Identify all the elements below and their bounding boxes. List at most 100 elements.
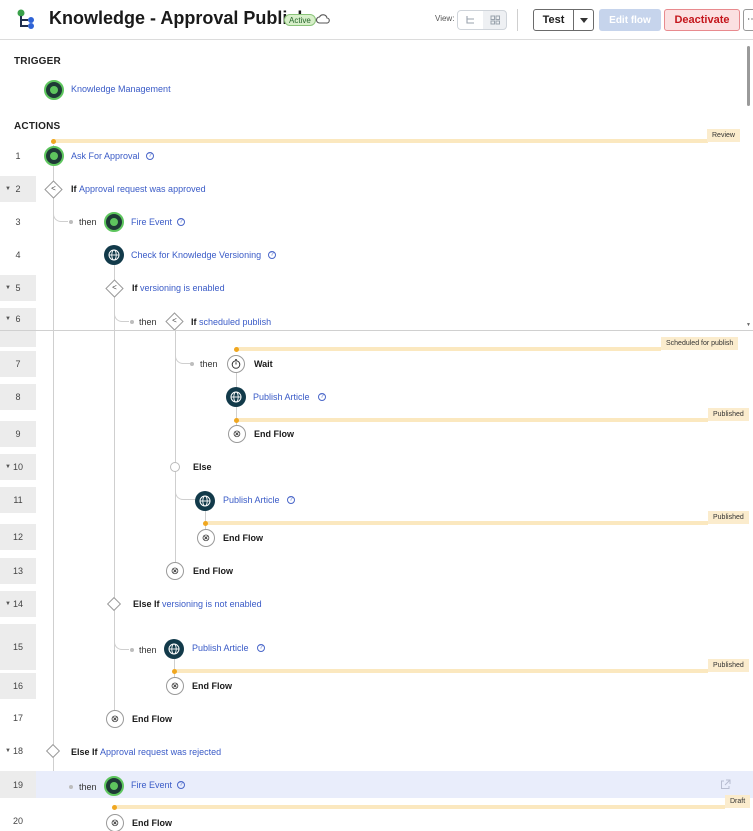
step-end-flow[interactable]: End Flow [192,681,232,691]
branch-curve [114,295,129,322]
row-number: 9 [0,421,36,447]
help-icon[interactable]: ? [257,644,265,652]
globe-icon [108,249,120,261]
branch-dot [69,220,73,224]
selected-row-highlight [36,771,753,798]
else-if-diamond-icon [45,743,61,759]
help-icon[interactable]: ? [287,496,295,504]
stage-label-published: Published [708,408,749,421]
tree-connector [114,265,115,725]
step-end-flow[interactable]: End Flow [193,566,233,576]
step-else-if-not-enabled[interactable]: Else If versioning is not enabled [133,599,262,609]
stage-label-draft: Draft [725,795,751,808]
open-external-icon[interactable] [720,779,731,790]
view-toggle[interactable] [457,10,507,30]
help-icon[interactable]: ? [146,152,154,160]
branch-split-icon: < [51,184,56,193]
stage-label-review: Review [707,129,740,142]
step-check-versioning[interactable]: Check for Knowledge Versioning [131,250,262,260]
step-if-scheduled-publish[interactable]: If scheduled publish [191,317,272,327]
step-if-approved[interactable]: If Approval request was approved [71,184,206,194]
help-icon[interactable]: ? [268,251,276,259]
stage-dot [234,418,239,423]
globe-icon [104,245,124,265]
row-number[interactable]: ▼10 [0,454,36,480]
branch-curve [175,472,200,500]
branch-dot [190,362,194,366]
step-end-flow[interactable]: End Flow [254,429,294,439]
step-else[interactable]: Else [193,462,212,472]
test-button[interactable]: Test [533,9,574,31]
step-end-flow[interactable]: End Flow [132,818,172,828]
row-number[interactable]: ▼6 [0,308,36,330]
header-divider [517,9,518,31]
scroll-down-icon[interactable]: ▼ [746,322,751,328]
step-fire-event[interactable]: Fire Event [131,217,173,227]
step-wait[interactable]: Wait [254,359,273,369]
branch-dot [130,320,134,324]
else-node-icon [170,462,180,472]
stage-bar [114,805,725,809]
edit-flow-button[interactable]: Edit flow [599,9,661,31]
step-publish-article[interactable]: Publish Article [192,643,249,653]
collapse-caret-icon[interactable]: ▼ [5,748,11,754]
step-else-if-rejected[interactable]: Else If Approval request was rejected [71,747,222,757]
collapse-caret-icon[interactable]: ▼ [5,316,11,322]
diagram-view-option[interactable] [483,11,506,29]
tree-connector [53,145,54,785]
branch-curve [114,612,129,650]
more-options-button[interactable]: ⋯ [743,9,753,31]
end-flow-icon: ⊗ [166,562,184,580]
globe-icon [199,495,211,507]
collapse-caret-icon[interactable]: ▼ [5,285,11,291]
step-end-flow[interactable]: End Flow [132,714,172,724]
collapse-caret-icon[interactable]: ▼ [5,601,11,607]
step-publish-article[interactable]: Publish Article [223,495,280,505]
row-number: 3 [15,217,21,227]
branch-split-icon: < [112,283,117,292]
stage-dot [51,139,56,144]
help-icon[interactable]: ? [177,218,185,226]
page-title: Knowledge - Approval Publish [49,8,309,28]
tree-view-option[interactable] [458,11,483,29]
row-number: 8 [0,384,36,410]
step-end-flow[interactable]: End Flow [223,533,263,543]
row-number[interactable]: ▼18 [5,746,23,756]
row-number: 19 [0,771,36,798]
collapse-caret-icon[interactable]: ▼ [5,186,11,192]
test-dropdown-button[interactable] [574,9,594,31]
cloud-sync-icon[interactable] [316,13,330,25]
row-number[interactable]: ▼2 [0,176,36,202]
end-flow-icon: ⊗ [166,677,184,695]
row-number[interactable]: ▼14 [0,591,36,617]
timer-icon [227,355,245,373]
row-number: 20 [12,815,23,826]
scrollbar[interactable] [747,46,750,106]
branch-dot [69,785,73,789]
stage-dot [234,347,239,352]
row-number: 4 [15,250,21,260]
stage-bar [53,139,708,143]
then-label: then [79,217,97,227]
view-label: View: [435,14,455,23]
flow-designer-logo-icon [17,9,34,29]
row-number: 1 [15,151,21,161]
step-publish-article[interactable]: Publish Article [253,392,310,402]
row-number: 12 [0,524,36,550]
trigger-name[interactable]: Knowledge Management [71,84,171,94]
end-flow-icon: ⊗ [106,814,124,831]
help-icon[interactable]: ? [177,781,185,789]
stage-bar [174,669,708,673]
deactivate-button[interactable]: Deactivate [664,9,740,31]
fire-event-icon [104,776,124,796]
stage-label-published: Published [708,659,749,672]
step-if-versioning-enabled[interactable]: If versioning is enabled [132,283,225,293]
step-ask-for-approval[interactable]: Ask For Approval [71,151,140,161]
help-icon[interactable]: ? [318,393,326,401]
row-number-spacer [0,331,36,347]
row-number[interactable]: ▼5 [0,275,36,301]
step-fire-event[interactable]: Fire Event [131,780,173,790]
stage-bar [205,521,708,525]
collapse-caret-icon[interactable]: ▼ [5,464,11,470]
end-flow-icon: ⊗ [228,425,246,443]
